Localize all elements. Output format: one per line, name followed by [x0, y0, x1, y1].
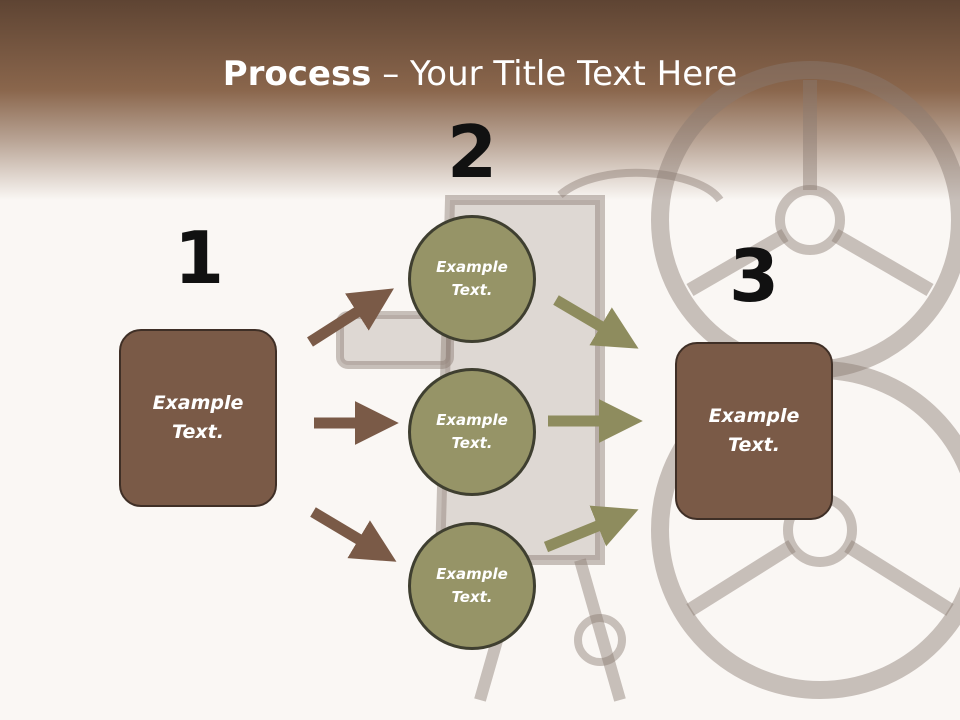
arrow-1-to-branch-1: [307, 288, 394, 347]
branch-1-label: Example Text.: [436, 258, 508, 299]
title-rest: – Your Title Text Here: [371, 54, 738, 94]
step-number-3: 3: [728, 234, 780, 318]
arrow-branch-1-to-3: [553, 295, 639, 349]
branch-circle-2: Example Text.: [408, 368, 536, 496]
step-1-box: Example Text.: [119, 329, 277, 507]
branch-circle-3: Example Text.: [408, 522, 536, 650]
header-band: [0, 0, 960, 200]
branch-2-label: Example Text.: [436, 411, 508, 452]
page-title: Process – Your Title Text Here: [0, 52, 960, 96]
step-3-box: Example Text.: [675, 342, 833, 520]
step-number-1: 1: [173, 216, 225, 300]
branch-3-label: Example Text.: [436, 565, 508, 606]
step-number-2: 2: [446, 110, 498, 194]
title-bold: Process: [222, 54, 372, 94]
branch-circle-1: Example Text.: [408, 215, 536, 343]
step-3-label: Example Text.: [708, 405, 800, 456]
arrow-branch-3-to-3: [543, 505, 639, 553]
arrow-1-to-branch-3: [310, 507, 397, 562]
step-1-label: Example Text.: [152, 392, 244, 443]
